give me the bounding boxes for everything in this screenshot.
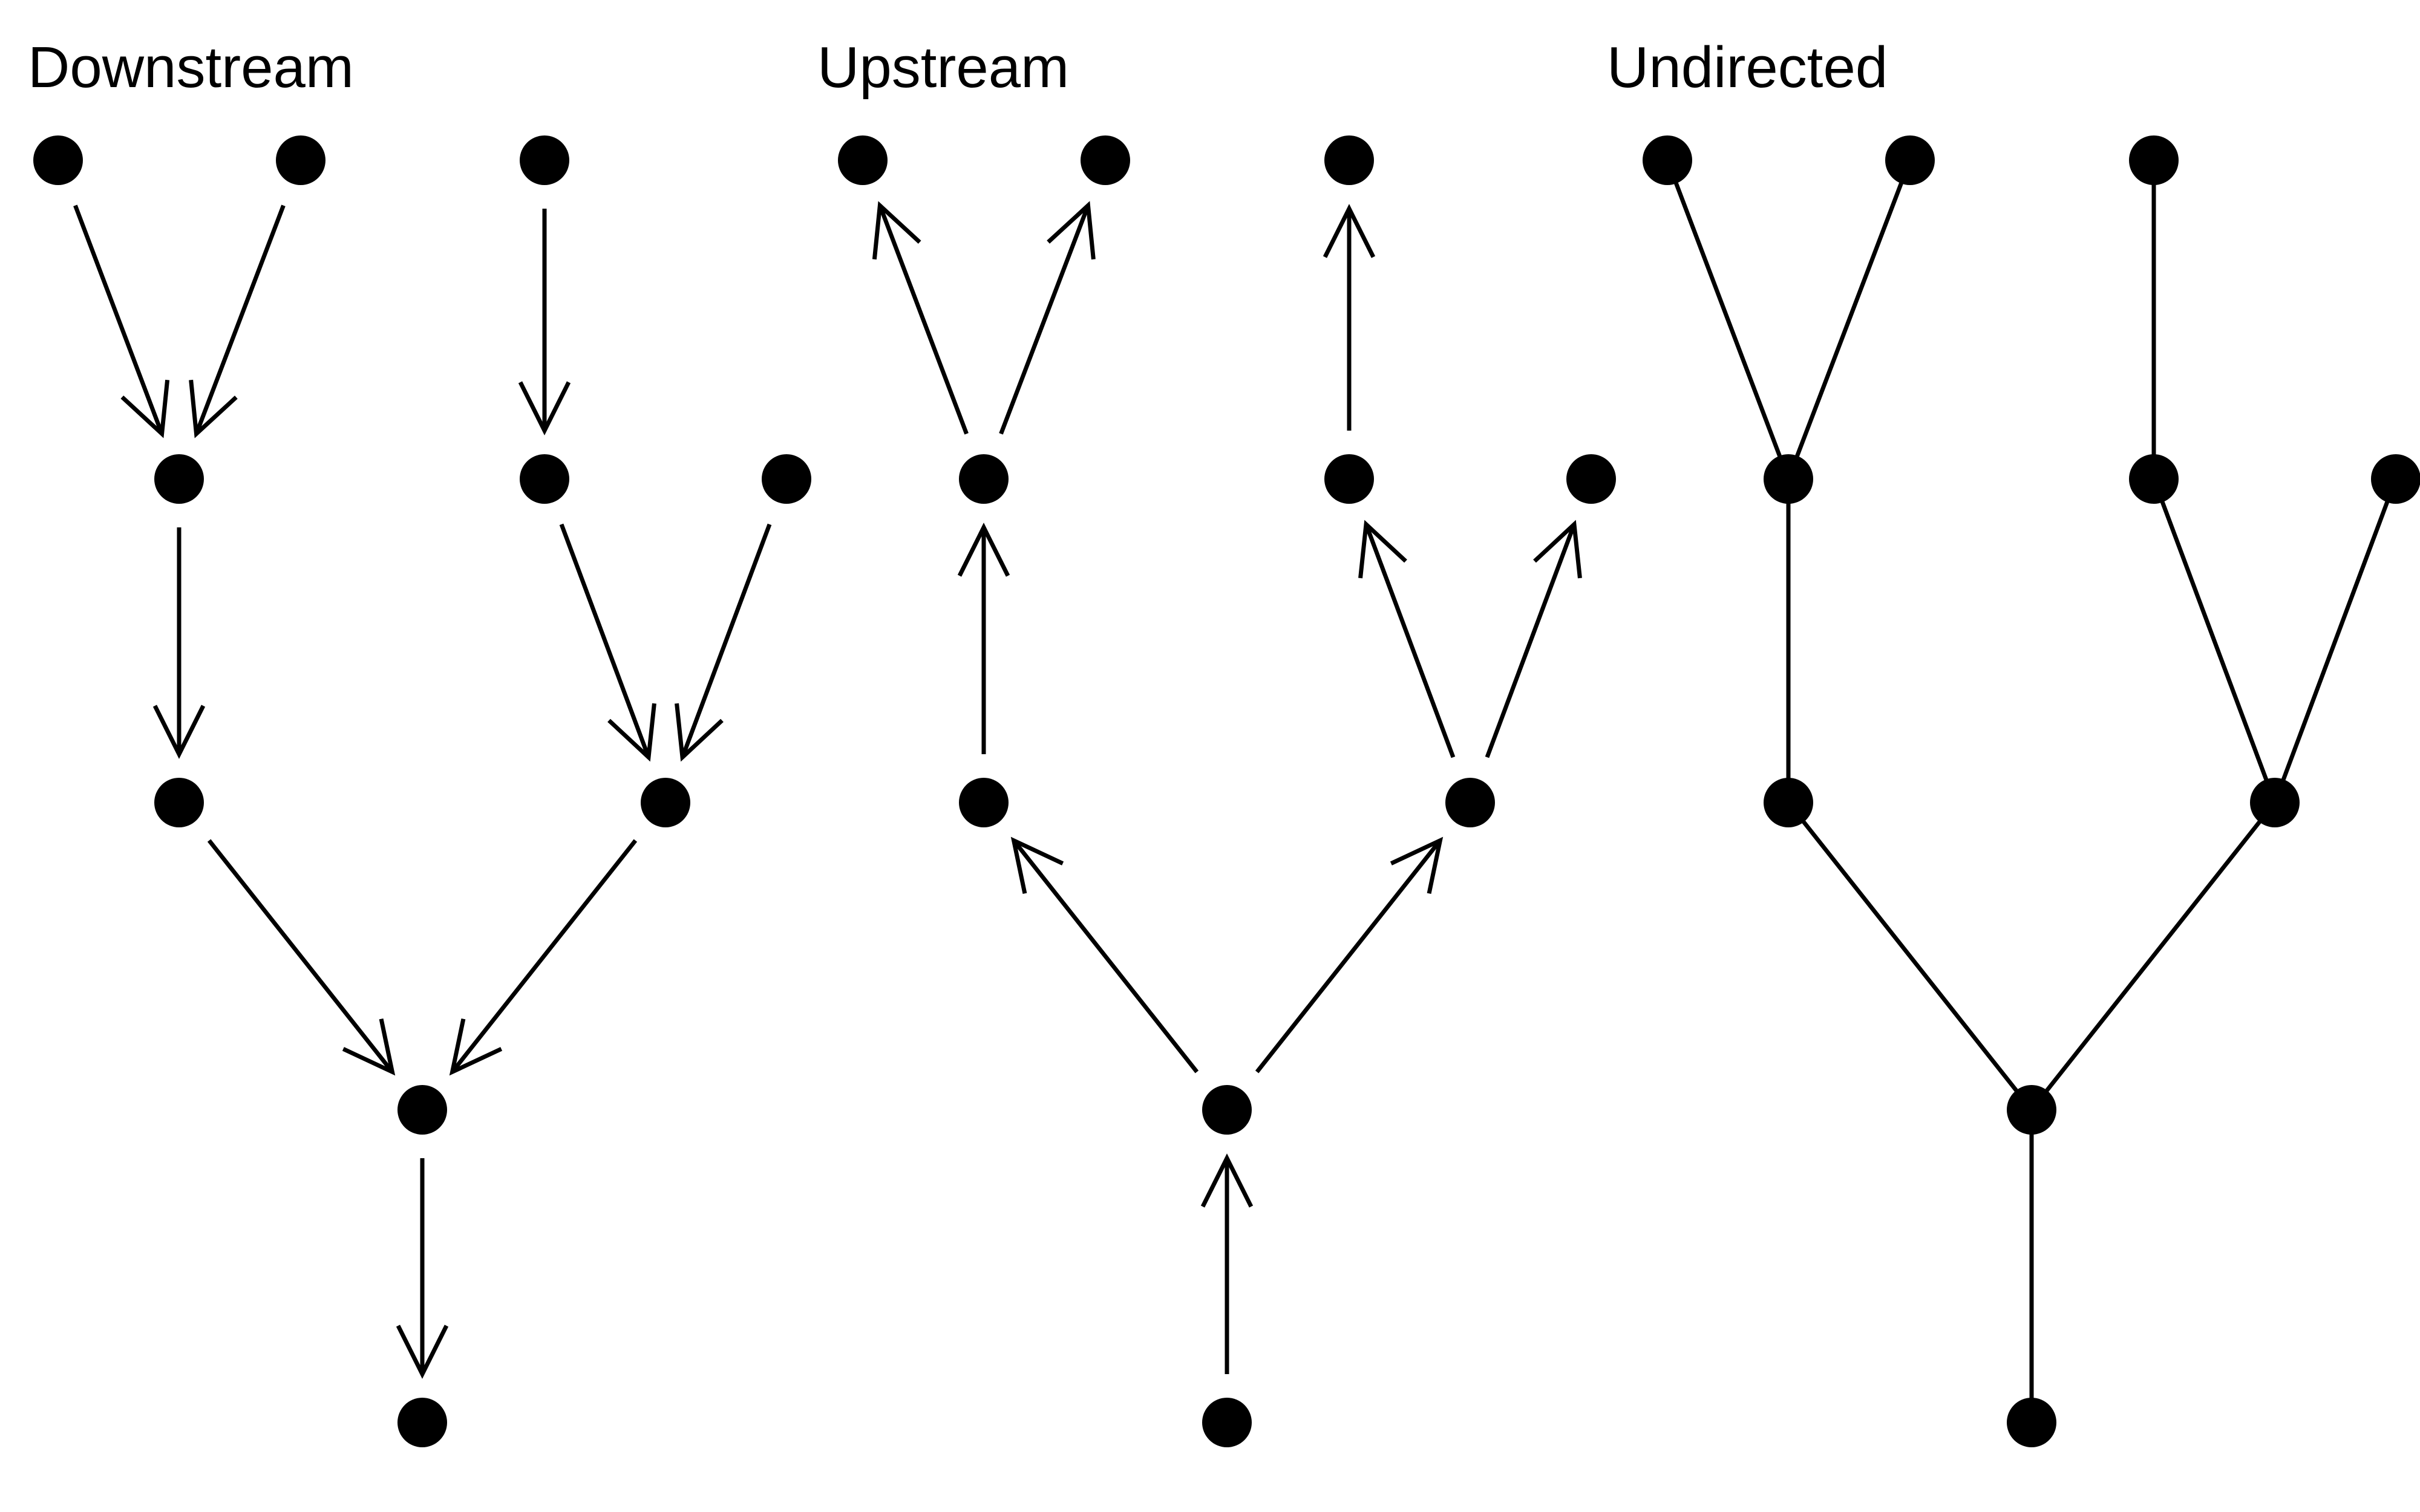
arrowhead-icon (607, 703, 656, 762)
edge-shaft (73, 204, 164, 435)
edge-line (2272, 478, 2398, 804)
edge-shaft (559, 523, 651, 758)
edge-shaft (207, 839, 394, 1074)
graph-node (1764, 778, 1813, 827)
edge-shaft (1364, 523, 1456, 758)
arrowhead-icon (1323, 204, 1376, 258)
graph-title-upstream: Upstream (817, 35, 1069, 100)
edge-line (2030, 801, 2277, 1112)
edge-shaft (680, 523, 772, 758)
graph-downstream: Downstream (28, 35, 811, 1447)
graph-node (154, 778, 204, 827)
arrowhead-icon (1358, 520, 1407, 579)
arrowhead-icon (872, 201, 921, 260)
edge-shaft (1485, 523, 1577, 758)
arrowhead-icon (518, 381, 571, 435)
graph-node (2129, 454, 2179, 504)
graph-node (762, 454, 811, 504)
arrowhead-icon (152, 705, 206, 759)
graph-undirected: Undirected (1607, 35, 2420, 1447)
edge-shaft (450, 839, 638, 1074)
arrowhead-icon (957, 523, 1010, 577)
edge-line (1787, 801, 2033, 1112)
graph-node (1081, 135, 1130, 185)
arrowhead-icon (675, 703, 724, 762)
graph-node (641, 778, 690, 827)
graph-node (2129, 135, 2179, 185)
edge-line (1665, 159, 1791, 480)
graph-title-undirected: Undirected (1607, 35, 1888, 100)
graph-node (276, 135, 325, 185)
graph-node (397, 1398, 447, 1447)
graph-node (1445, 778, 1495, 827)
arrowhead-icon (1010, 836, 1064, 894)
edge-shaft (1012, 839, 1199, 1074)
graph-upstream: Upstream (817, 35, 1616, 1447)
arrowhead-icon (1047, 201, 1096, 260)
graph-node (959, 778, 1009, 827)
graph-node (838, 135, 888, 185)
arrowhead-icon (396, 1325, 449, 1379)
arrowhead-icon (120, 379, 170, 438)
graph-node (33, 135, 83, 185)
graph-node (959, 454, 1009, 504)
edge-line (1786, 159, 1912, 480)
edge-line (2151, 478, 2277, 804)
graph-node (1566, 454, 1616, 504)
arrowhead-icon (1533, 520, 1582, 579)
arrowhead-icon (1390, 836, 1444, 894)
graph-node (1202, 1398, 1252, 1447)
graph-node (2371, 454, 2420, 504)
graph-node (1202, 1085, 1252, 1135)
graph-node (1764, 454, 1813, 504)
graph-node (154, 454, 204, 504)
graph-node (2007, 1398, 2056, 1447)
graph-node (2007, 1085, 2056, 1135)
arrowhead-icon (189, 379, 238, 438)
graph-node (1324, 135, 1374, 185)
arrowhead-icon (449, 1018, 503, 1076)
edge-shaft (194, 204, 286, 435)
arrowhead-icon (1200, 1153, 1254, 1208)
graph-node (2250, 778, 2300, 827)
graph-title-downstream: Downstream (28, 35, 354, 100)
graph-node (520, 454, 569, 504)
edge-shaft (878, 204, 969, 435)
edge-shaft (999, 204, 1090, 435)
graph-node (397, 1085, 447, 1135)
graph-node (1885, 135, 1935, 185)
arrowhead-icon (342, 1018, 396, 1076)
graph-node (1643, 135, 1692, 185)
graph-node (1324, 454, 1374, 504)
graph-node (520, 135, 569, 185)
edge-shaft (1255, 839, 1442, 1074)
